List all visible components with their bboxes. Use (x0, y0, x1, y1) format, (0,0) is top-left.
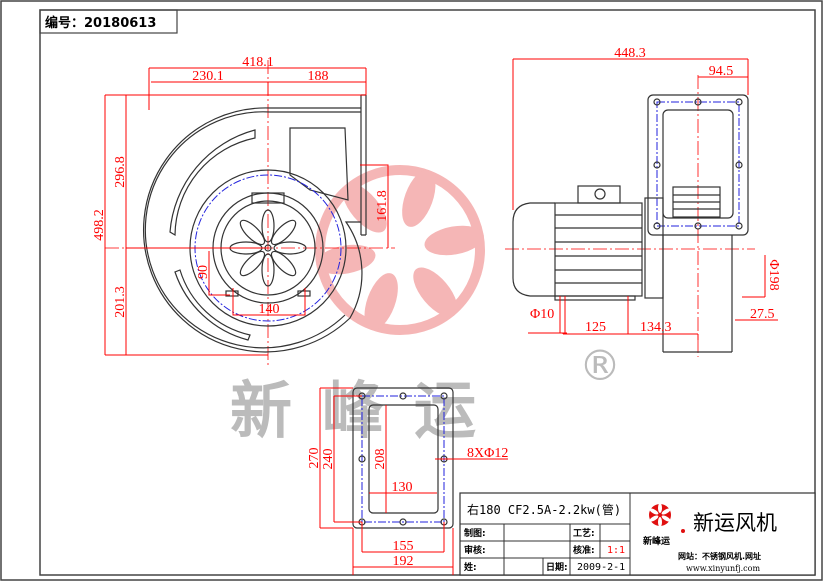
company-name: 新运风机 (693, 511, 777, 535)
dim-foot-to-center: 134.3 (640, 320, 672, 335)
website-url: www.xinyunfj.com (686, 564, 760, 573)
drawing-number-box (39, 9, 178, 34)
dim-bolt-holes: 8XΦ12 (467, 446, 508, 461)
dim-lower-height: 201.3 (113, 286, 128, 318)
drawing-frame (39, 9, 816, 576)
dim-outlet-depth: 94.5 (709, 64, 734, 79)
scale-value: 1:1 (607, 545, 625, 556)
dim-overall-width: 418.1 (242, 55, 274, 70)
date-value: 2009-2-1 (577, 562, 625, 573)
dim-foot-spacing: 125 (585, 320, 606, 335)
dim-inner-width: 130 (392, 480, 413, 495)
watermark-logo (315, 165, 485, 335)
front-view-dimensions: 418.1 230.1 188 498.2 296.8 201.3 161.8 … (92, 55, 390, 356)
title-block: 右180 CF2.5A-2.2kw(管) 制图: 工艺: 审核: 核准: 1:1… (459, 492, 816, 576)
dim-overall-height: 498.2 (92, 209, 107, 241)
company-logo-icon (649, 503, 685, 533)
dim-right-width: 188 (308, 69, 329, 84)
dim-motor-foot-height: 90 (196, 265, 211, 279)
drawn-by-label: 制图: (464, 527, 486, 539)
registered-mark: ® (579, 341, 621, 390)
logo-text: 新峰运 (643, 535, 671, 547)
checked-label: 审核: (464, 544, 486, 556)
dim-overall-length: 448.3 (614, 46, 646, 61)
website-label: 网站：不锈钢风机.网址 (678, 551, 761, 561)
dim-bolt-width: 155 (393, 539, 414, 554)
dim-inner-height: 208 (373, 449, 388, 470)
date-label: 日期: (546, 561, 568, 573)
flange-view-dimensions: 270 240 208 130 155 192 8XΦ12 (307, 387, 508, 575)
watermark-text: 新峰运 (230, 374, 506, 447)
side-view (505, 75, 755, 357)
process-label: 工艺: (573, 527, 595, 539)
dim-upper-height: 296.8 (113, 156, 128, 188)
dim-bolt-height: 240 (321, 449, 336, 470)
side-view-dimensions: 448.3 94.5 Φ10 125 134.3 Φ198 27.5 (512, 46, 781, 340)
drawing-number: 编号：20180613 (45, 15, 156, 31)
dim-outer-height: 270 (307, 448, 322, 469)
approved-label: 核准: (573, 544, 595, 556)
dim-foot-hole: Φ10 (530, 307, 554, 322)
dim-inlet-diameter: Φ198 (766, 259, 781, 290)
dim-motor-foot-span: 140 (259, 302, 280, 317)
dim-outlet-offset: 161.8 (375, 190, 390, 222)
dim-left-width: 230.1 (192, 69, 224, 84)
dim-inlet-offset: 27.5 (750, 307, 775, 322)
model-name: 右180 CF2.5A-2.2kw(管) (467, 502, 621, 517)
name-label: 姓: (463, 561, 477, 573)
dim-outer-width: 192 (393, 554, 414, 569)
